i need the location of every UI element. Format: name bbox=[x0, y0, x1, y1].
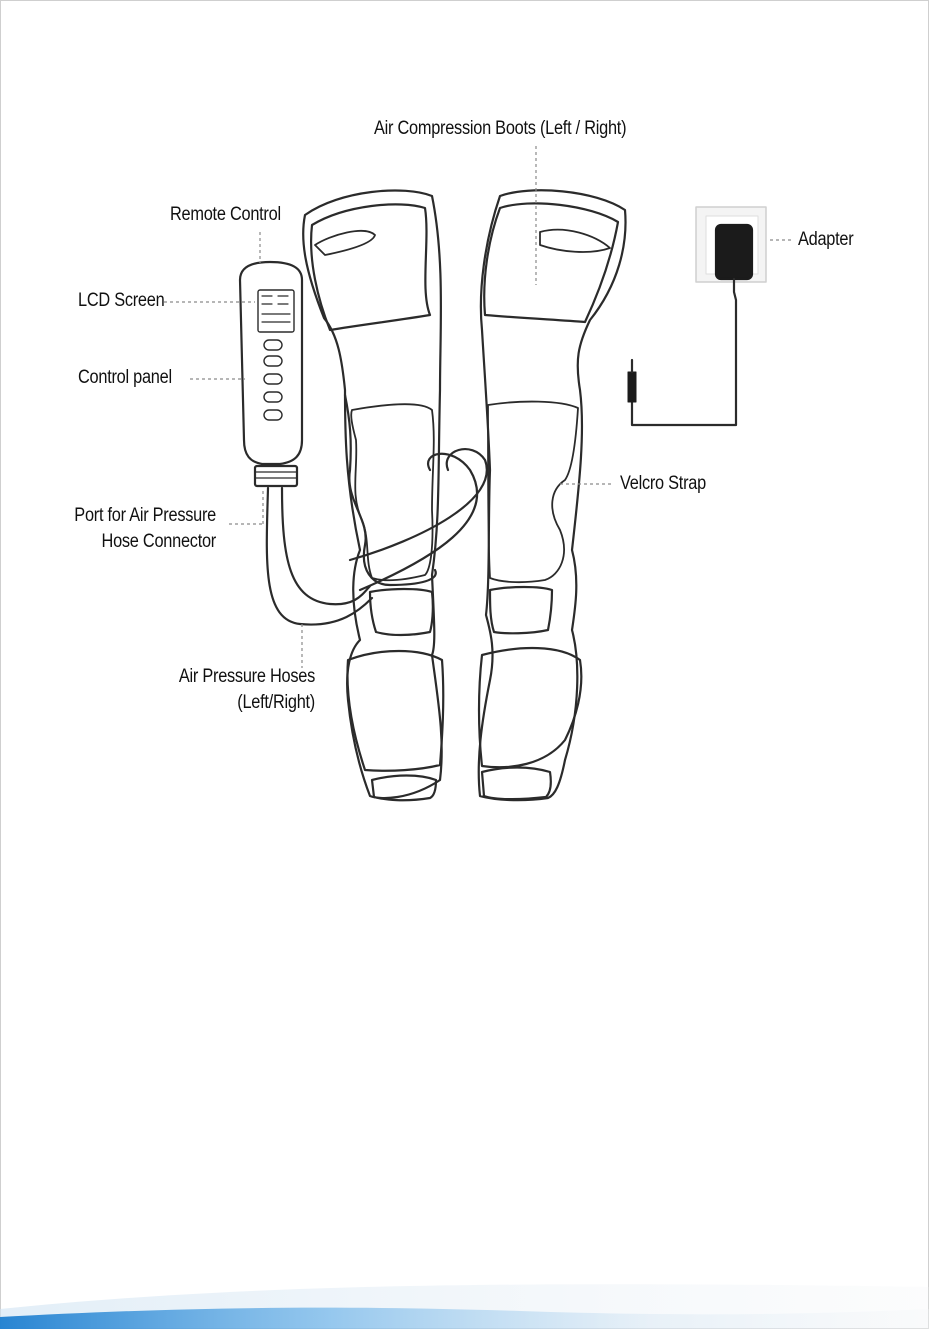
label-port-line1: Port for Air Pressure bbox=[44, 503, 216, 529]
label-remote-control: Remote Control bbox=[170, 202, 281, 228]
label-hoses-line1: Air Pressure Hoses bbox=[143, 664, 315, 690]
air-pressure-hoses bbox=[267, 449, 487, 624]
footer-wave-decoration bbox=[0, 1259, 929, 1329]
label-port-line2: Hose Connector bbox=[44, 529, 216, 555]
label-hoses-line2: (Left/Right) bbox=[143, 690, 315, 716]
boot-left-icon bbox=[303, 190, 443, 800]
boot-right-icon bbox=[479, 190, 626, 800]
adapter-icon bbox=[628, 207, 766, 425]
label-adapter: Adapter bbox=[798, 227, 853, 253]
label-velcro-strap: Velcro Strap bbox=[620, 471, 706, 497]
label-lcd-screen: LCD Screen bbox=[78, 288, 164, 314]
remote-control-icon bbox=[240, 262, 302, 486]
label-control-panel: Control panel bbox=[78, 365, 172, 391]
label-air-compression-boots: Air Compression Boots (Left / Right) bbox=[374, 116, 632, 142]
